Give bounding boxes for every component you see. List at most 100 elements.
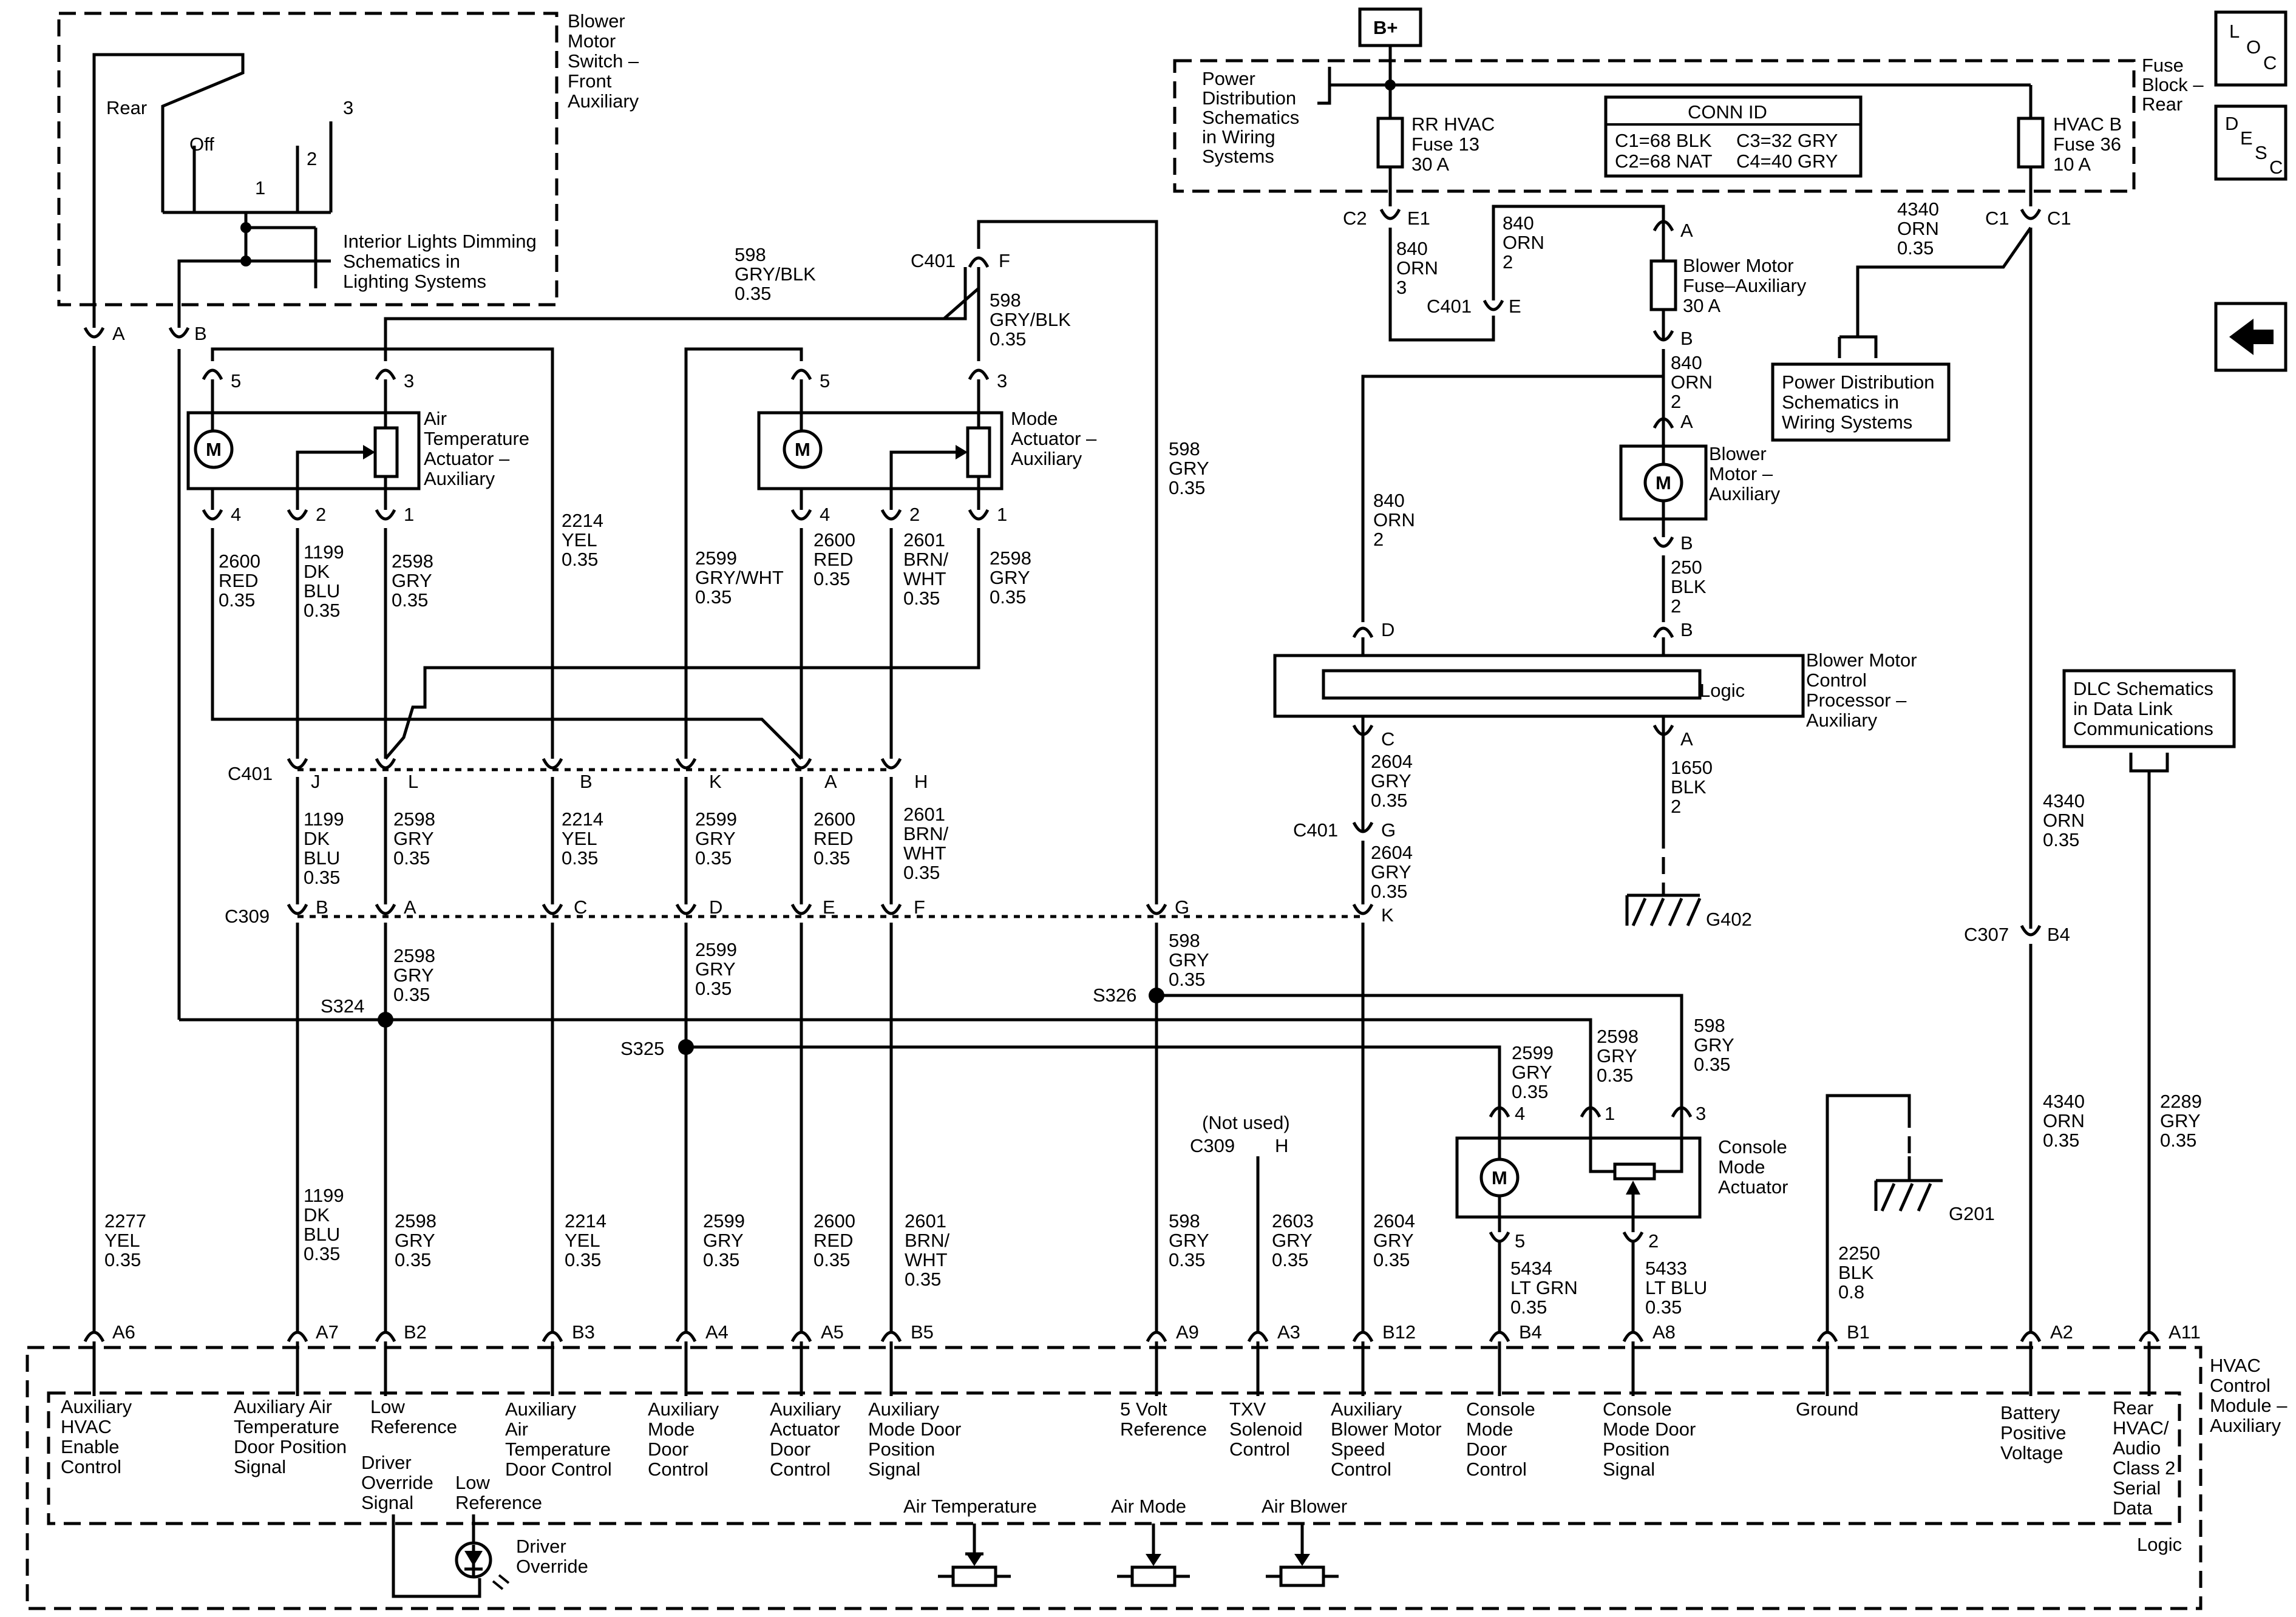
svg-text:30 A: 30 A — [1683, 295, 1720, 316]
svg-text:Override: Override — [361, 1472, 433, 1493]
svg-text:2250: 2250 — [1838, 1242, 1880, 1264]
svg-text:GRY: GRY — [695, 958, 736, 980]
svg-text:Blower Motor: Blower Motor — [1806, 649, 1917, 671]
connector-c401-row: C401 J L B K A H — [228, 758, 928, 792]
svg-text:0.35: 0.35 — [395, 1249, 431, 1270]
svg-text:E1: E1 — [1407, 208, 1430, 229]
back-arrow-button[interactable] — [2214, 302, 2288, 372]
svg-text:Auxiliary: Auxiliary — [61, 1396, 132, 1417]
svg-text:in Wiring: in Wiring — [1202, 126, 1275, 147]
svg-text:Ground: Ground — [1796, 1398, 1858, 1420]
svg-text:2: 2 — [909, 504, 920, 525]
svg-text:Lighting Systems: Lighting Systems — [343, 271, 486, 292]
svg-text:A5: A5 — [821, 1321, 844, 1343]
left-arrow-icon — [2229, 319, 2274, 355]
svg-text:2604: 2604 — [1371, 751, 1413, 772]
svg-text:0.35: 0.35 — [562, 847, 598, 869]
svg-text:1650: 1650 — [1671, 757, 1713, 778]
svg-text:250: 250 — [1671, 557, 1702, 578]
svg-text:C401: C401 — [228, 763, 273, 784]
svg-text:Control: Control — [1806, 670, 1867, 691]
svg-text:0.35: 0.35 — [304, 867, 340, 888]
svg-text:Actuator –: Actuator – — [424, 448, 510, 469]
svg-text:Fuse 36: Fuse 36 — [2053, 134, 2121, 155]
svg-text:Block –: Block – — [2142, 74, 2204, 95]
svg-text:2289: 2289 — [2160, 1091, 2202, 1112]
svg-text:GRY: GRY — [703, 1230, 744, 1251]
blower-motor: A M Blower Motor – Auxiliary B — [1619, 411, 1781, 554]
svg-text:1: 1 — [1605, 1103, 1615, 1124]
svg-text:Control: Control — [2210, 1375, 2271, 1396]
svg-text:0.35: 0.35 — [2043, 829, 2079, 850]
svg-text:S: S — [2255, 142, 2267, 163]
svg-text:ORN: ORN — [1503, 232, 1544, 253]
svg-text:4: 4 — [820, 504, 830, 525]
svg-text:A: A — [1680, 220, 1693, 241]
svg-text:Position: Position — [1603, 1439, 1669, 1460]
svg-text:1: 1 — [404, 504, 414, 525]
desc-button[interactable]: D E S C — [2214, 104, 2288, 181]
svg-text:GRY: GRY — [1512, 1062, 1552, 1083]
svg-text:C: C — [574, 897, 587, 918]
svg-text:Auxiliary: Auxiliary — [1709, 483, 1781, 504]
svg-text:B2: B2 — [404, 1321, 427, 1343]
connector-c1-c1: C1 C1 — [1985, 208, 2071, 229]
svg-text:Air: Air — [424, 408, 447, 429]
svg-text:Actuator –: Actuator – — [1011, 428, 1097, 449]
svg-text:0.35: 0.35 — [393, 984, 430, 1005]
svg-text:Door Position: Door Position — [234, 1436, 347, 1457]
svg-text:Low: Low — [370, 1396, 405, 1417]
svg-text:Fuse–Auxiliary: Fuse–Auxiliary — [1683, 275, 1807, 296]
svg-text:C309: C309 — [225, 906, 270, 927]
svg-text:O: O — [2246, 36, 2261, 58]
svg-text:A: A — [112, 323, 125, 344]
svg-text:0.8: 0.8 — [1838, 1281, 1864, 1303]
dlc-ref: DLC Schematics in Data Link Communicatio… — [2062, 669, 2236, 773]
svg-text:GRY/WHT: GRY/WHT — [695, 567, 784, 588]
svg-text:ORN: ORN — [2043, 1110, 2085, 1131]
svg-text:Signal: Signal — [361, 1492, 413, 1513]
svg-text:Control: Control — [1466, 1459, 1527, 1480]
svg-text:GRY: GRY — [1272, 1230, 1313, 1251]
svg-text:0.35: 0.35 — [393, 847, 430, 869]
svg-text:1199: 1199 — [304, 808, 344, 830]
svg-text:DK: DK — [304, 1204, 330, 1225]
svg-text:YEL: YEL — [104, 1230, 140, 1251]
svg-text:Auxiliary: Auxiliary — [1331, 1398, 1402, 1420]
svg-text:3: 3 — [343, 97, 353, 118]
svg-text:840: 840 — [1373, 490, 1405, 511]
svg-text:0.35: 0.35 — [1897, 237, 1934, 259]
svg-text:Serial: Serial — [2113, 1477, 2161, 1499]
svg-text:Control: Control — [648, 1459, 708, 1480]
svg-text:0.35: 0.35 — [695, 847, 732, 869]
svg-text:WHT: WHT — [903, 568, 946, 589]
svg-text:Rear: Rear — [106, 97, 147, 118]
svg-text:HVAC/: HVAC/ — [2113, 1417, 2169, 1439]
svg-text:Fuse 13: Fuse 13 — [1411, 134, 1479, 155]
svg-text:0.35: 0.35 — [219, 589, 255, 611]
console-mode-actuator: 2599 GRY 0.35 2598 GRY 0.35 598 GRY 0.35… — [1455, 1015, 1788, 1252]
svg-text:Control: Control — [770, 1459, 830, 1480]
svg-text:4340: 4340 — [2043, 790, 2085, 812]
loc-button[interactable]: L O C — [2214, 10, 2288, 87]
svg-text:GRY: GRY — [990, 567, 1030, 588]
svg-text:Wiring Systems: Wiring Systems — [1782, 412, 1912, 433]
svg-text:0.35: 0.35 — [304, 600, 340, 621]
svg-text:2: 2 — [307, 148, 317, 169]
connector-c309-row: C309 B A C D E F G K — [225, 897, 1394, 927]
svg-text:0.35: 0.35 — [903, 862, 940, 883]
svg-text:Data: Data — [2113, 1497, 2153, 1519]
svg-text:Auxiliary: Auxiliary — [424, 468, 495, 489]
svg-text:0.35: 0.35 — [1645, 1297, 1682, 1318]
svg-text:Auxiliary: Auxiliary — [648, 1398, 719, 1420]
svg-text:0.35: 0.35 — [1373, 1249, 1410, 1270]
svg-text:Mode: Mode — [1718, 1156, 1765, 1178]
svg-text:Blower Motor: Blower Motor — [1683, 255, 1794, 276]
fuse-block-rear: Fuse Block – Rear Power Distribution Sch… — [1173, 46, 2204, 206]
svg-text:A3: A3 — [1277, 1321, 1300, 1343]
svg-text:C: C — [1381, 728, 1394, 750]
svg-text:Schematics in: Schematics in — [1782, 392, 1899, 413]
svg-text:HVAC: HVAC — [2210, 1355, 2261, 1376]
svg-text:840: 840 — [1503, 212, 1534, 234]
svg-text:BRN/: BRN/ — [903, 823, 948, 844]
